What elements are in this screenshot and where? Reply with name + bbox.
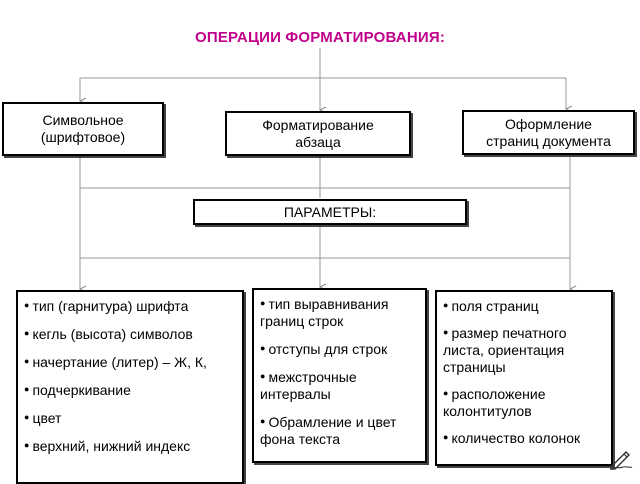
bullet-icon: ● [24,384,30,394]
list-item: ●количество колонок [443,430,581,446]
list-item: ●расположение колонтитулов [443,386,546,419]
category-symbol-label: Символьное (шрифтовое) [40,112,126,145]
list-item: ●верхний, нижний индекс [24,438,191,454]
bullet-icon: ● [260,416,266,426]
list-item: ●отступы для строк [260,341,388,357]
bullet-icon: ● [443,300,449,310]
list-item: ●поля страниц [443,298,539,314]
page-parameters-list: ●поля страниц ●размер печатного листа, о… [435,290,613,466]
category-paragraph-box: Форматирование абзаца [225,111,411,156]
bullet-icon: ● [260,371,266,381]
parameters-label: ПАРАМЕТРЫ: [283,203,377,220]
bullet-icon: ● [24,356,30,366]
parameters-box: ПАРАМЕТРЫ: [193,199,467,225]
diagram-title: ОПЕРАЦИИ ФОРМАТИРОВАНИЯ: [194,29,446,46]
list-item: ●тип выравнивания границ строк [260,296,389,329]
bullet-icon: ● [260,298,266,308]
category-symbol-box: Символьное (шрифтовое) [2,102,164,156]
list-item: ●кегль (высота) символов [24,326,193,342]
list-item: ●тип (гарнитура) шрифта [24,298,189,314]
bullet-icon: ● [443,432,449,442]
list-item: ●подчеркивание [24,382,131,398]
symbol-parameters-list: ●тип (гарнитура) шрифта ●кегль (высота) … [16,290,244,484]
category-page-label: Оформление страниц документа [486,115,611,149]
bullet-icon: ● [24,440,30,450]
bullet-icon: ● [260,343,266,353]
category-page-box: Оформление страниц документа [462,110,635,155]
pen-icon[interactable] [608,447,634,471]
bullet-icon: ● [24,412,30,422]
list-item: ●начертание (литер) – Ж, К, [24,354,207,370]
category-paragraph-label: Форматирование абзаца [262,116,374,150]
list-item: ●межстрочные интервалы [260,369,357,402]
bullet-icon: ● [443,327,449,337]
paragraph-parameters-list: ●тип выравнивания границ строк ●отступы … [252,288,427,463]
bullet-icon: ● [24,300,30,310]
list-item: ●цвет [24,410,62,426]
list-item: ●размер печатного листа, ориентация стра… [443,325,567,375]
bullet-icon: ● [443,388,449,398]
bullet-icon: ● [24,328,30,338]
list-item: ●Обрамление и цвет фона текста [260,414,397,447]
